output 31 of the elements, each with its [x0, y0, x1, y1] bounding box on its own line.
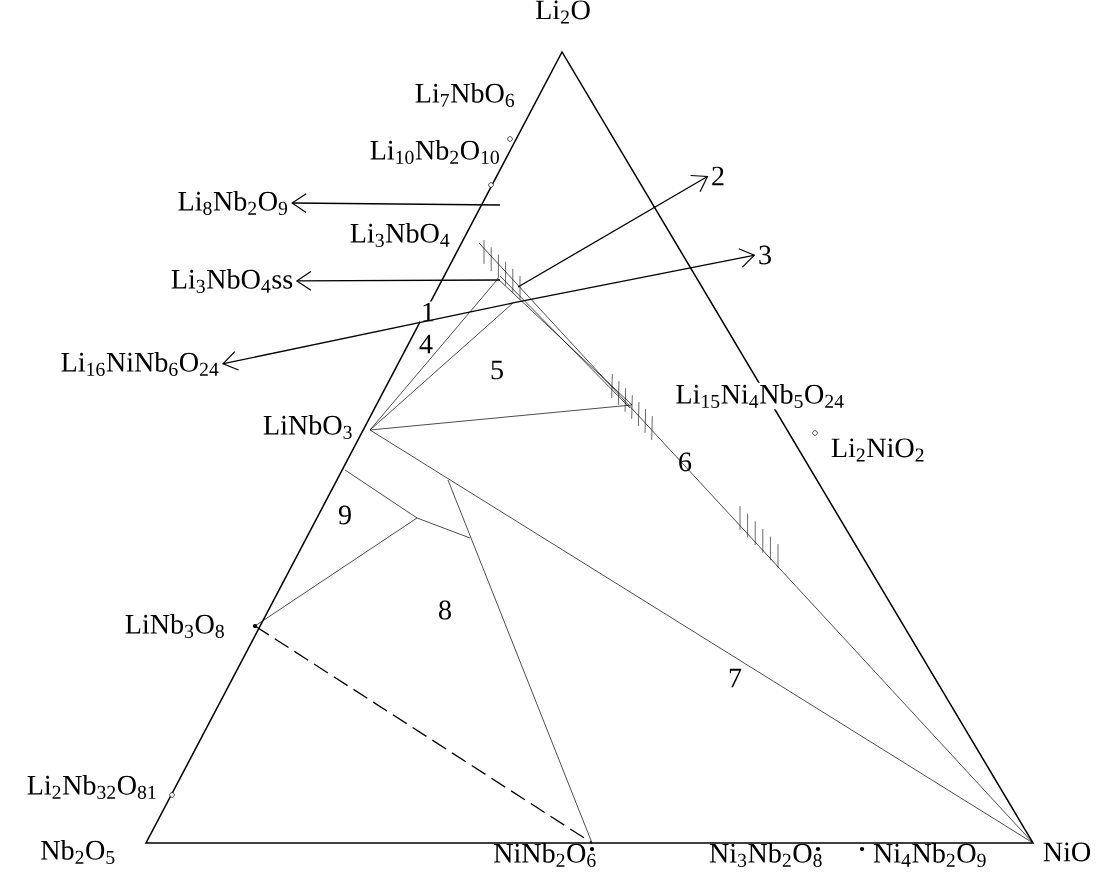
compound-label: Li$_{16}$NiNb$_{6}$O$_{24}$	[61, 351, 219, 376]
compound-label: Li$_{2}$NiO$_{2}$	[831, 438, 924, 462]
compound-label: Li$_{8}$Nb$_{2}$O$_{9}$	[178, 190, 288, 215]
compound-label: NiO	[1043, 842, 1091, 862]
region-number: 6	[679, 452, 692, 472]
region-number: 8	[439, 600, 451, 620]
region-number: 4	[419, 334, 433, 354]
compound-label: Li$_{10}$Nb$_{2}$O$_{10}$	[370, 139, 499, 164]
arrow	[512, 248, 756, 304]
compound-label: Li$_{2}$Nb$_{32}$O$_{81}$	[27, 774, 156, 799]
arrow-label: 3	[759, 245, 771, 265]
compound-label: Ni$_{4}$Nb$_{2}$O$_{9}$	[873, 842, 986, 867]
region-number: 7	[729, 668, 742, 688]
arrow	[295, 270, 501, 291]
compound-label: Li$_{3}$NbO$_{4}$ss	[171, 268, 293, 293]
compound-label: LiNb$_{3}$O$_{8}$	[125, 613, 224, 638]
compound-label: Li$_{15}$Ni$_{4}$Nb$_{5}$O$_{24}$	[674, 382, 846, 410]
arrow	[517, 174, 709, 288]
region-number: 1	[419, 301, 437, 323]
arrow	[291, 193, 501, 214]
compound-label: Li$_{2}$O	[535, 0, 590, 24]
compound-label: Nb$_{2}$O$_{5}$	[41, 839, 115, 864]
arrow	[221, 302, 514, 371]
compound-label: Ni$_{3}$Nb$_{2}$O$_{8}$	[709, 842, 822, 867]
region-number: 9	[338, 505, 351, 525]
compound-label: LiNbO$_{3}$	[263, 414, 352, 439]
compound-label: NiNb$_{2}$O$_{6}$	[494, 842, 596, 867]
compound-label: Li$_{3}$NbO$_{4}$	[350, 222, 450, 247]
arrow-label: 2	[712, 166, 724, 186]
region-number: 5	[491, 360, 503, 380]
compound-label: Li$_{7}$NbO$_{6}$	[415, 82, 515, 107]
